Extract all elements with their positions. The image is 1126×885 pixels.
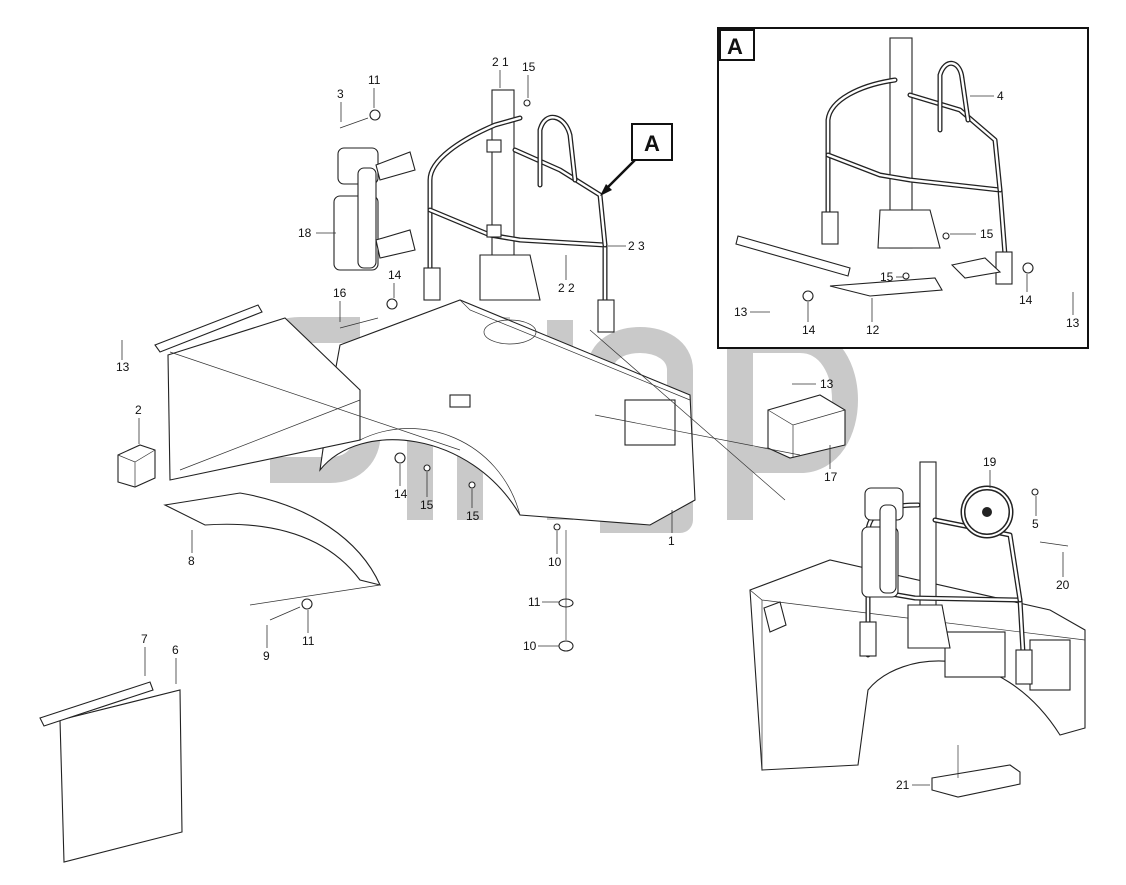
inset-callout-15-a: 15 xyxy=(980,227,994,241)
inset-callout-14-a: 14 xyxy=(802,323,816,337)
callout-15-top: 15 xyxy=(522,60,536,74)
callout-15-c: 15 xyxy=(466,509,480,523)
callout-16: 16 xyxy=(333,286,347,300)
assembly-guide-lines xyxy=(169,329,801,640)
assembled-callout-5: 5 xyxy=(1032,517,1039,531)
callout-15-b: 15 xyxy=(420,498,434,512)
callout-1: 1 xyxy=(668,534,675,548)
mud-flap-part xyxy=(39,681,183,863)
mirror-part xyxy=(333,147,416,271)
callout-9: 9 xyxy=(263,649,270,663)
callout-13-cover: 13 xyxy=(820,377,834,391)
inset-callout-4: 4 xyxy=(997,89,1004,103)
callout-14-b: 14 xyxy=(394,487,408,501)
callout-11-b: 11 xyxy=(528,595,541,609)
callout-17: 17 xyxy=(824,470,838,484)
callout-21: 2 1 xyxy=(492,55,509,69)
callout-6: 6 xyxy=(172,643,179,657)
detail-inset-a: A 4 15 15 13 14 12 14 13 xyxy=(717,27,1089,349)
assembled-callout-20: 20 xyxy=(1056,578,1070,592)
cover-box-part xyxy=(767,394,846,459)
inset-callout-14-b: 14 xyxy=(1019,293,1033,307)
callout-7: 7 xyxy=(141,632,148,646)
fender-housing-part xyxy=(319,299,696,526)
assembled-view: 19 5 20 21 xyxy=(749,455,1086,798)
callout-14-a: 14 xyxy=(388,268,402,282)
main-callouts: 2 1 15 11 3 18 14 16 2 3 2 2 13 2 14 15 … xyxy=(116,55,838,684)
view-indicator-a: A xyxy=(600,123,673,196)
callout-10-a: 10 xyxy=(548,555,562,569)
callout-8: 8 xyxy=(188,554,195,568)
inset-callout-13-a: 13 xyxy=(734,305,748,319)
assembled-callout-21: 21 xyxy=(896,778,910,792)
callout-22: 2 2 xyxy=(558,281,575,295)
rail-frame-part xyxy=(423,89,615,333)
callout-11-c: 11 xyxy=(302,634,315,648)
callout-10-b: 10 xyxy=(523,639,537,653)
side-panel-part xyxy=(154,304,361,481)
callout-23: 2 3 xyxy=(628,239,645,253)
inset-label-a: A xyxy=(727,34,743,59)
inset-callout-13-b: 13 xyxy=(1066,316,1080,330)
light-box-part xyxy=(117,444,156,488)
callout-3: 3 xyxy=(337,87,344,101)
assembled-callout-19: 19 xyxy=(983,455,997,469)
callout-2: 2 xyxy=(135,403,142,417)
inset-callout-15-b: 15 xyxy=(880,270,894,284)
inset-callout-12: 12 xyxy=(866,323,880,337)
callout-13-left: 13 xyxy=(116,360,130,374)
callout-18: 18 xyxy=(298,226,312,240)
mudguard-part xyxy=(163,492,381,586)
view-label-a: A xyxy=(644,131,660,156)
hardware-parts xyxy=(269,99,574,652)
callout-11-top: 11 xyxy=(368,73,381,87)
